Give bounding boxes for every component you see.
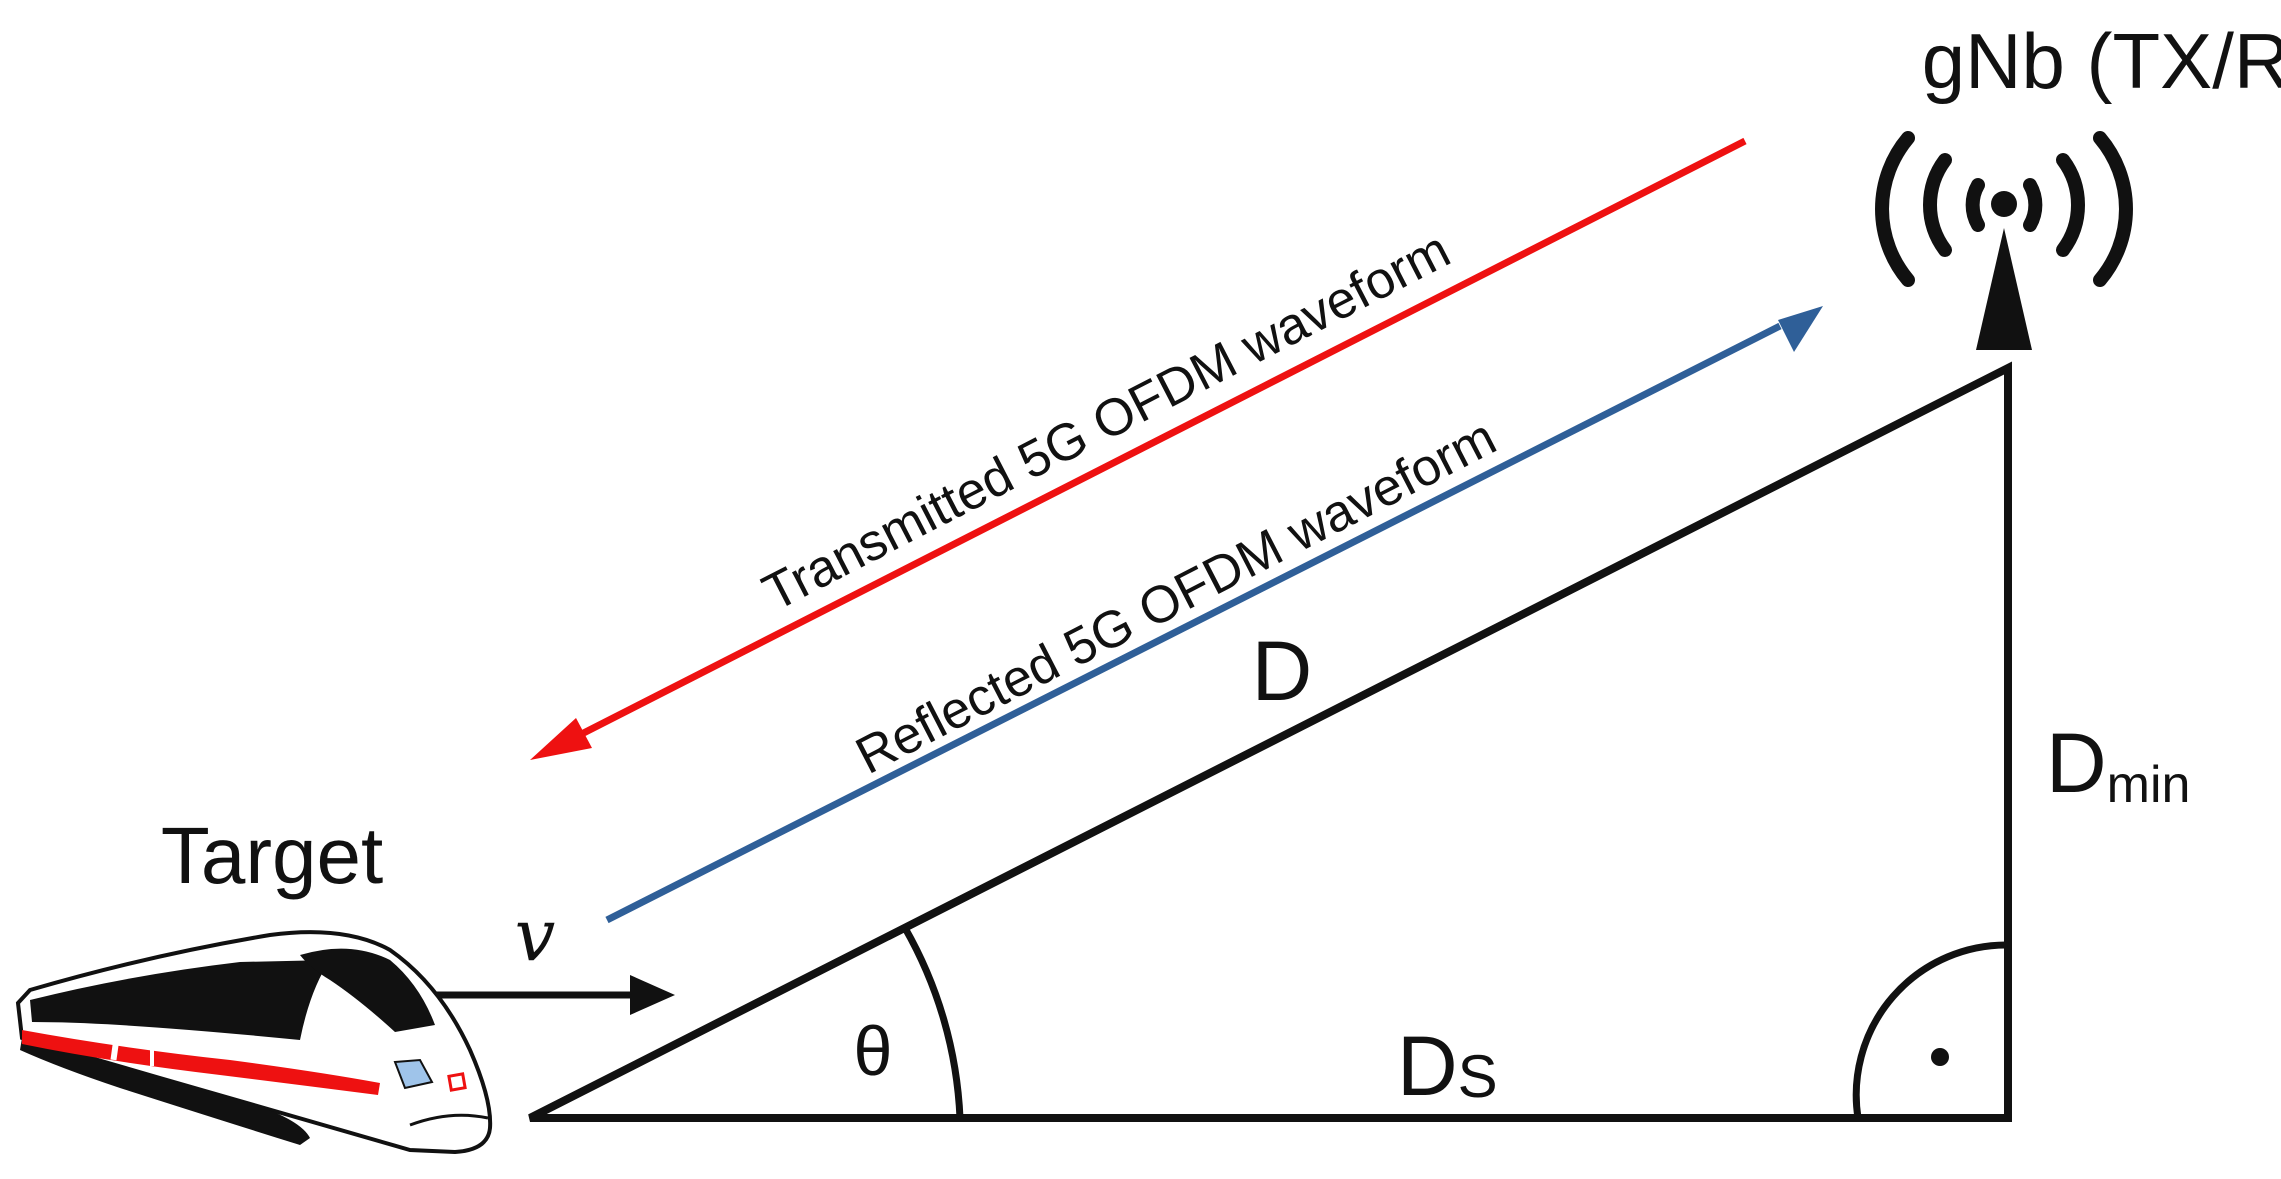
hypotenuse-label: D [1252, 624, 1313, 718]
antenna-tower-icon [1875, 131, 2133, 350]
velocity-label: v [515, 893, 556, 977]
reflected-waveform-arrow [605, 306, 1823, 924]
right-angle-dot [1931, 1048, 1949, 1066]
transmitted-waveform-label: Transmitted 5G OFDM waveform [754, 221, 1459, 623]
ds-label: DS [1397, 1019, 1498, 1113]
gnb-label: gNb (TX/RX) [1922, 17, 2281, 105]
geometry-triangle [528, 361, 2012, 1122]
train-icon [15, 930, 493, 1155]
right-angle-arc [1852, 941, 2009, 1119]
target-label: Target [161, 811, 383, 900]
dmin-subscript: min [2107, 756, 2191, 814]
reflected-waveform-label: Reflected 5G OFDM waveform [847, 408, 1505, 786]
angle-theta-label: θ [854, 1012, 893, 1090]
velocity-arrow [415, 975, 675, 1015]
ds-subscript: S [1458, 1043, 1498, 1110]
dmin-label: Dmin [2046, 716, 2190, 814]
transmitted-waveform-arrow [530, 137, 1747, 760]
angle-arc [901, 926, 964, 1119]
ds-main: D [1397, 1019, 1458, 1113]
dmin-main: D [2046, 716, 2107, 810]
